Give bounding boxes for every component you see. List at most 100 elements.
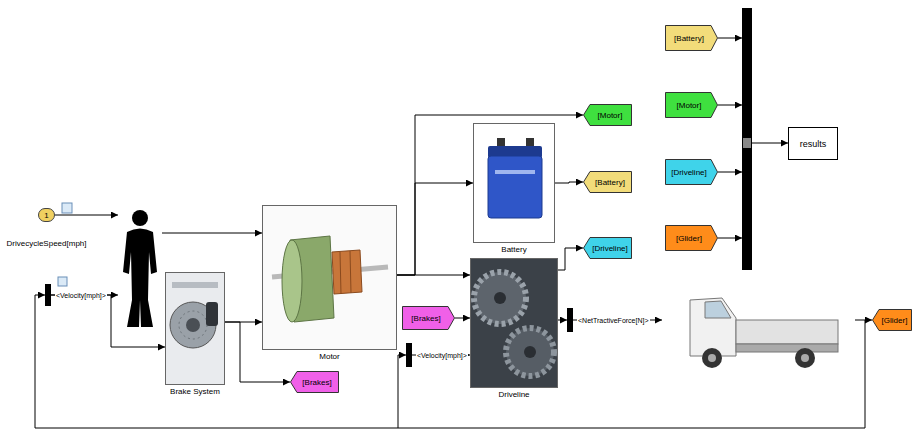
signal-wire (55, 215, 118, 216)
bus-selector: <Velocity[mph]> (406, 343, 412, 367)
signal-line (397, 183, 473, 275)
motor-block: Motor (262, 205, 397, 350)
tag-shape (403, 307, 455, 330)
brake-hub (186, 318, 200, 332)
truck-window (705, 301, 731, 318)
bus-selector: <Velocity[mph]> (45, 284, 51, 306)
brake-block (165, 272, 225, 385)
truck-wheel (801, 354, 809, 362)
port-icon (62, 203, 72, 213)
battery-block: Battery (473, 123, 555, 243)
port-number: 1 (44, 211, 48, 220)
port-icon (58, 277, 67, 286)
goto-tag: [Brakes] (290, 371, 339, 393)
tag-shape (666, 26, 718, 51)
tag-name: [Driveline] (671, 168, 707, 177)
tag-name: [Glider] (676, 234, 702, 243)
tag-name: [Motor] (677, 101, 702, 110)
motor-commutator (340, 252, 341, 294)
brake-block: Brake System (165, 272, 225, 385)
signal-line (51, 295, 165, 347)
gear-hub (494, 292, 506, 304)
tag-shape (584, 105, 632, 126)
block-name: Driveline (497, 390, 530, 399)
driveline-block (470, 258, 558, 388)
signal-wire (718, 38, 742, 39)
port-name: DrivecycleSpeed[mph] (6, 239, 86, 248)
signal-line (455, 318, 470, 319)
from-tag: [Driveline] (665, 159, 718, 185)
battery-body (488, 156, 542, 218)
truck-wheel (795, 348, 815, 368)
block-name: results (800, 139, 827, 149)
brake-disc (179, 311, 207, 339)
tag-shape (584, 238, 632, 259)
goto-tag: [Driveline] (583, 237, 632, 259)
truck-wheel (702, 348, 722, 368)
truck-wheel (708, 354, 716, 362)
brake-detail (172, 282, 218, 288)
signal-line (558, 320, 567, 321)
tag-name: [Battery] (595, 178, 625, 187)
workspace-block: results (788, 127, 838, 160)
signal-line (397, 275, 470, 276)
motor-commutator (332, 250, 362, 294)
from-tag: [Battery] (665, 25, 718, 51)
signal-line (225, 322, 290, 382)
battery-block (473, 123, 555, 243)
driver-silhouette (123, 229, 157, 328)
signal-name: <Velocity[mph]> (416, 351, 468, 360)
truck-bed (736, 320, 838, 344)
signal-name: <Velocity[mph]> (55, 291, 107, 300)
block-name: Battery (500, 245, 527, 254)
feedback-wire (398, 355, 406, 428)
tag-name: [Brakes] (411, 314, 440, 323)
signal-wire (752, 143, 788, 144)
signal-wire (162, 233, 262, 234)
tag-name: [Motor] (598, 111, 623, 120)
battery-detail (495, 170, 535, 174)
driver-block (118, 197, 162, 330)
signal-wire (855, 320, 872, 321)
driver-silhouette (132, 210, 148, 226)
bus-selector: <NetTractiveForce[N]> (567, 308, 573, 332)
tag-shape (666, 226, 718, 251)
tag-shape (873, 310, 912, 331)
tag-shape (584, 172, 632, 193)
gear-hub (524, 346, 536, 358)
mux-notch (743, 138, 751, 148)
tag-name: [Brakes] (302, 378, 331, 387)
battery-terminal (526, 138, 534, 147)
signal-wire (718, 238, 742, 239)
from-tag: [Motor] (665, 92, 718, 118)
driveline-block: Driveline (470, 258, 558, 388)
tag-name: [Battery] (674, 34, 704, 43)
signal-name: <NetTractiveForce[N]> (577, 316, 650, 325)
goto-tag: [Motor] (583, 104, 632, 126)
glider-block (662, 275, 855, 385)
signal-line (397, 115, 583, 275)
truck-chassis (736, 344, 838, 352)
motor-commutator (350, 251, 351, 293)
battery-terminal (497, 138, 505, 147)
truck-cab (690, 298, 736, 356)
tag-shape (666, 160, 718, 185)
tag-name: [Driveline] (592, 244, 628, 253)
from-tag: [Brakes] (402, 306, 455, 330)
block-name: Motor (318, 352, 340, 361)
from-tag: [Glider] (665, 225, 718, 251)
brake-caliper (206, 302, 218, 326)
goto-tag: [Battery] (583, 171, 632, 193)
tag-name: [Glider] (882, 316, 908, 325)
motor-block (262, 205, 397, 350)
inport-block: 1DrivecycleSpeed[mph] (38, 208, 55, 222)
signal-wire (718, 172, 742, 173)
gear (506, 328, 554, 376)
mux-bar (742, 8, 752, 270)
signal-wire (718, 105, 742, 106)
gear (474, 272, 526, 324)
signal-line (555, 182, 583, 183)
